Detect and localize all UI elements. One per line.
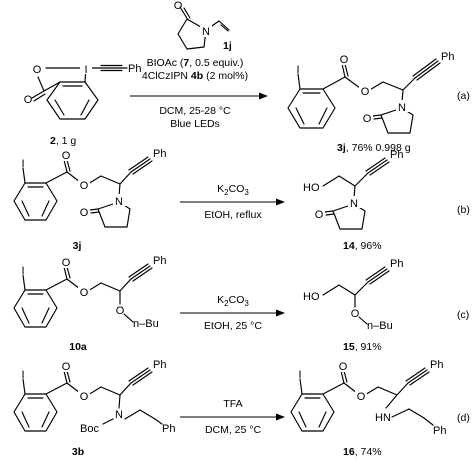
atom-hn-16: HN [375,412,391,424]
atom-o-2-carbonyl: O [24,94,33,106]
structure-15: HO O n–Bu Ph [303,258,403,332]
structure-2-ebx: O I O Ph [24,62,141,120]
compound-label-16: 16, 74% [343,446,382,458]
structure-3j-sm: I O O N O Ph [13,148,166,228]
atom-ph-3j: Ph [441,51,454,63]
atom-ph-2: Ph [128,63,141,75]
conditions-c-line1: K2CO3 [217,294,249,308]
reagent-label-1j: 1j [223,40,232,52]
reagent-1j-structure: N O [174,0,230,50]
atom-o-14: O [315,209,324,221]
reaction-tag-b: (b) [457,204,470,216]
atom-i-3j-b: I [21,158,24,170]
atom-n-3b: N [115,409,123,421]
conditions-a-line1: BIOAc (7, 0.5 equiv.) [147,57,244,69]
compound-label-3j: 3j, 76% 0.998 g [337,142,411,154]
atom-o-2-ring: O [33,64,42,76]
atom-ph-3j-b: Ph [153,148,166,160]
atom-i-10a: I [21,265,24,277]
atom-ph-15: Ph [390,258,403,270]
atom-n-3j-b: N [115,196,123,208]
atom-nbu-15: n–Bu [367,320,393,332]
conditions-a-line2: 4ClCzIPN 4b (2 mol%) [142,70,248,82]
compound-label-14: 14, 96% [343,240,382,252]
compound-label-2: 2, 1 g [50,135,76,147]
conditions-d-line2: DCM, 25 °C [205,424,262,436]
atom-o-3j-b-carbonyl: O [62,150,71,162]
atom-o-10a-carbonyl: O [62,257,71,269]
atom-ph-16-phenethyl: Ph [433,425,446,437]
atom-boc-3b: Boc [80,423,99,435]
atom-ph-3b: Ph [153,359,166,371]
atom-o-16-ester: O [357,391,366,403]
atom-o-3b-carbonyl: O [62,361,71,373]
atom-ho-15: HO [303,291,320,303]
conditions-c-line2: EtOH, 25 °C [204,320,262,332]
structure-14: HO N O Ph [303,149,403,230]
conditions-b-line2: EtOH, reflux [204,209,262,221]
compound-label-15: 15, 91% [343,341,382,353]
atom-ph-14: Ph [390,149,403,161]
atom-o-3j-ester: O [361,86,370,98]
atom-o-3j-carbonyl: O [340,54,349,66]
reaction-tag-d: (d) [457,412,470,424]
structure-3b: I O O N Boc Ph Ph [13,359,175,435]
atom-ph-3b-phenethyl: Ph [162,423,175,435]
structure-3j: I O O N O Ph [287,51,454,134]
structure-10a: I O O O n–Bu Ph [13,255,166,330]
atom-nbu-10a: n–Bu [133,318,159,330]
compound-label-3j-b: 3j [73,240,82,252]
atom-o-1j: O [174,0,183,12]
atom-n-14: N [350,198,358,210]
atom-o-3j-lactam: O [363,113,372,125]
conditions-b-line1: K2CO3 [217,183,249,197]
atom-i-2: I [84,64,87,76]
conditions-a-line3: DCM, 25-28 °C [159,105,231,117]
atom-ph-16: Ph [430,359,443,371]
atom-n-1j: N [202,26,210,38]
atom-i-3b: I [21,369,24,381]
atom-ph-10a: Ph [153,255,166,267]
atom-o-3j-b-lactam: O [80,207,89,219]
atom-ho-14: HO [303,182,320,194]
conditions-a-line4: Blue LEDs [170,118,220,130]
atom-o-16-carbonyl: O [339,361,348,373]
compound-label-3b: 3b [72,446,84,458]
atom-i-16: I [298,369,301,381]
atom-o-3j-b-ester: O [80,180,89,192]
atom-o-15-ether: O [351,308,360,320]
conditions-d-line1: TFA [223,398,242,410]
atom-o-10a-ester: O [80,287,89,299]
compound-label-10a: 10a [69,341,87,353]
structure-16: I O O HN Ph Ph [290,359,446,437]
atom-i-3j: I [296,64,299,76]
reaction-tag-c: (c) [457,309,469,321]
atom-o-3b-ester: O [80,391,89,403]
atom-o-10a-ether: O [116,305,125,317]
atom-n-3j: N [398,102,406,114]
reaction-tag-a: (a) [457,90,470,102]
